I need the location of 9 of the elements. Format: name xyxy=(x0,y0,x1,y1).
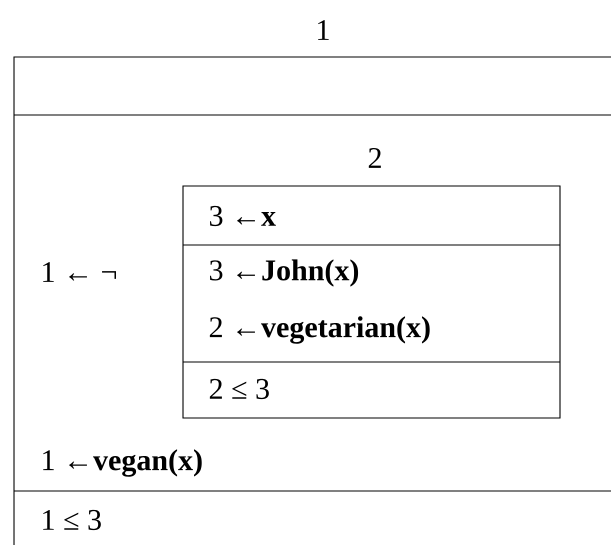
condition-text: 1 ≤ 3 xyxy=(43,510,101,530)
box-heading: 1 xyxy=(318,20,329,40)
condition-text: 2 ←vegetarian(x) xyxy=(210,316,430,344)
condition-text: 2 ≤ 3 xyxy=(210,378,269,400)
condition-text: 1 ← ¬ xyxy=(43,262,116,282)
condition-text: 1 ←vegan(x) xyxy=(43,449,202,477)
condition-text: 3 ←x xyxy=(210,206,276,226)
condition-text: 3 ←John(x) xyxy=(210,259,358,287)
box-heading: 2 xyxy=(368,148,381,168)
